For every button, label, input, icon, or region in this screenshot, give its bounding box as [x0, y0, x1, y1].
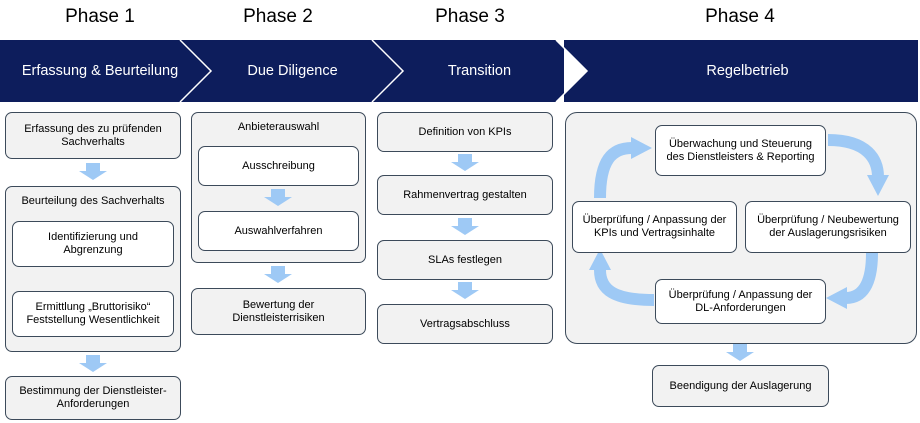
band-label-3: Transition: [447, 63, 512, 79]
auswahlverfahren-box: Auswahlverfahren: [198, 211, 359, 251]
vertragsabschluss-box: Vertragsabschluss: [377, 304, 553, 344]
chevron-gap-3: [556, 40, 587, 102]
slas-box: SLAs festlegen: [377, 240, 553, 280]
cycle-arrowhead-left-top: [631, 137, 652, 159]
kpis-vertrag-box: Überprüfung / Anpassung der KPIs und Ver…: [572, 201, 737, 253]
cycle-arrow-left-bottom: [594, 269, 655, 306]
bewertung-box: Bewertung der Dienstleisterrisiken: [191, 288, 366, 335]
beendigung-box: Beendigung der Auslagerung: [652, 365, 829, 407]
cycle-arrowhead-left-bottom: [589, 249, 611, 270]
chevron-divider-1: [179, 39, 213, 103]
cycle-arrow-left-top: [594, 142, 633, 199]
dl-anforderungen-box: Überprüfung / Anpassung der DL-Anforderu…: [655, 279, 826, 324]
ermittlung-line-2: Feststellung Wesentlichkeit: [26, 314, 160, 326]
band-label-4: Regelbetrieb: [706, 63, 789, 79]
phase-4-heading: Phase 4: [705, 6, 775, 27]
ermittlung-line-1: Ermittlung „Bruttorisiko“: [35, 301, 151, 313]
band-label-2: Due Diligence: [247, 63, 338, 79]
bestimmung-box: Bestimmung der Dienstleister-Anforderung…: [5, 376, 181, 420]
anbieterauswahl-title: Anbieterauswahl: [237, 121, 320, 133]
band-label-1: Erfassung & Beurteilung: [21, 63, 179, 79]
cycle-arrowhead-right-top: [867, 175, 889, 196]
phase-2-heading: Phase 2: [243, 6, 313, 27]
cycle-arrow-right-top: [827, 134, 884, 178]
ermittlung-box: Ermittlung „Bruttorisiko“ Feststellung W…: [12, 291, 174, 337]
kpis-box: Definition von KPIs: [377, 112, 553, 152]
ueberwachung-box: Überwachung und Steuerung des Dienstleis…: [655, 125, 826, 176]
neubewertung-box: Überprüfung / Neubewertung der Auslageru…: [745, 201, 911, 253]
phase-1-heading: Phase 1: [65, 6, 135, 27]
beurteilung-title: Beurteilung des Sachverhalts: [21, 195, 165, 207]
phase-3-heading: Phase 3: [435, 6, 505, 27]
chevron-divider-3: [555, 39, 589, 103]
ausschreibung-box: Ausschreibung: [198, 146, 359, 186]
erfassung-box: Erfassung des zu prüfenden Sachverhalts: [5, 112, 181, 159]
rahmenvertrag-box: Rahmenvertrag gestalten: [377, 175, 553, 215]
identifizierung-box: Identifizierung und Abgrenzung: [12, 221, 174, 267]
cycle-arrowhead-right-bottom: [826, 287, 847, 309]
chevron-divider-2: [371, 39, 405, 103]
chevron-band-background: [0, 40, 918, 102]
cycle-arrow-right-bottom: [845, 252, 878, 304]
